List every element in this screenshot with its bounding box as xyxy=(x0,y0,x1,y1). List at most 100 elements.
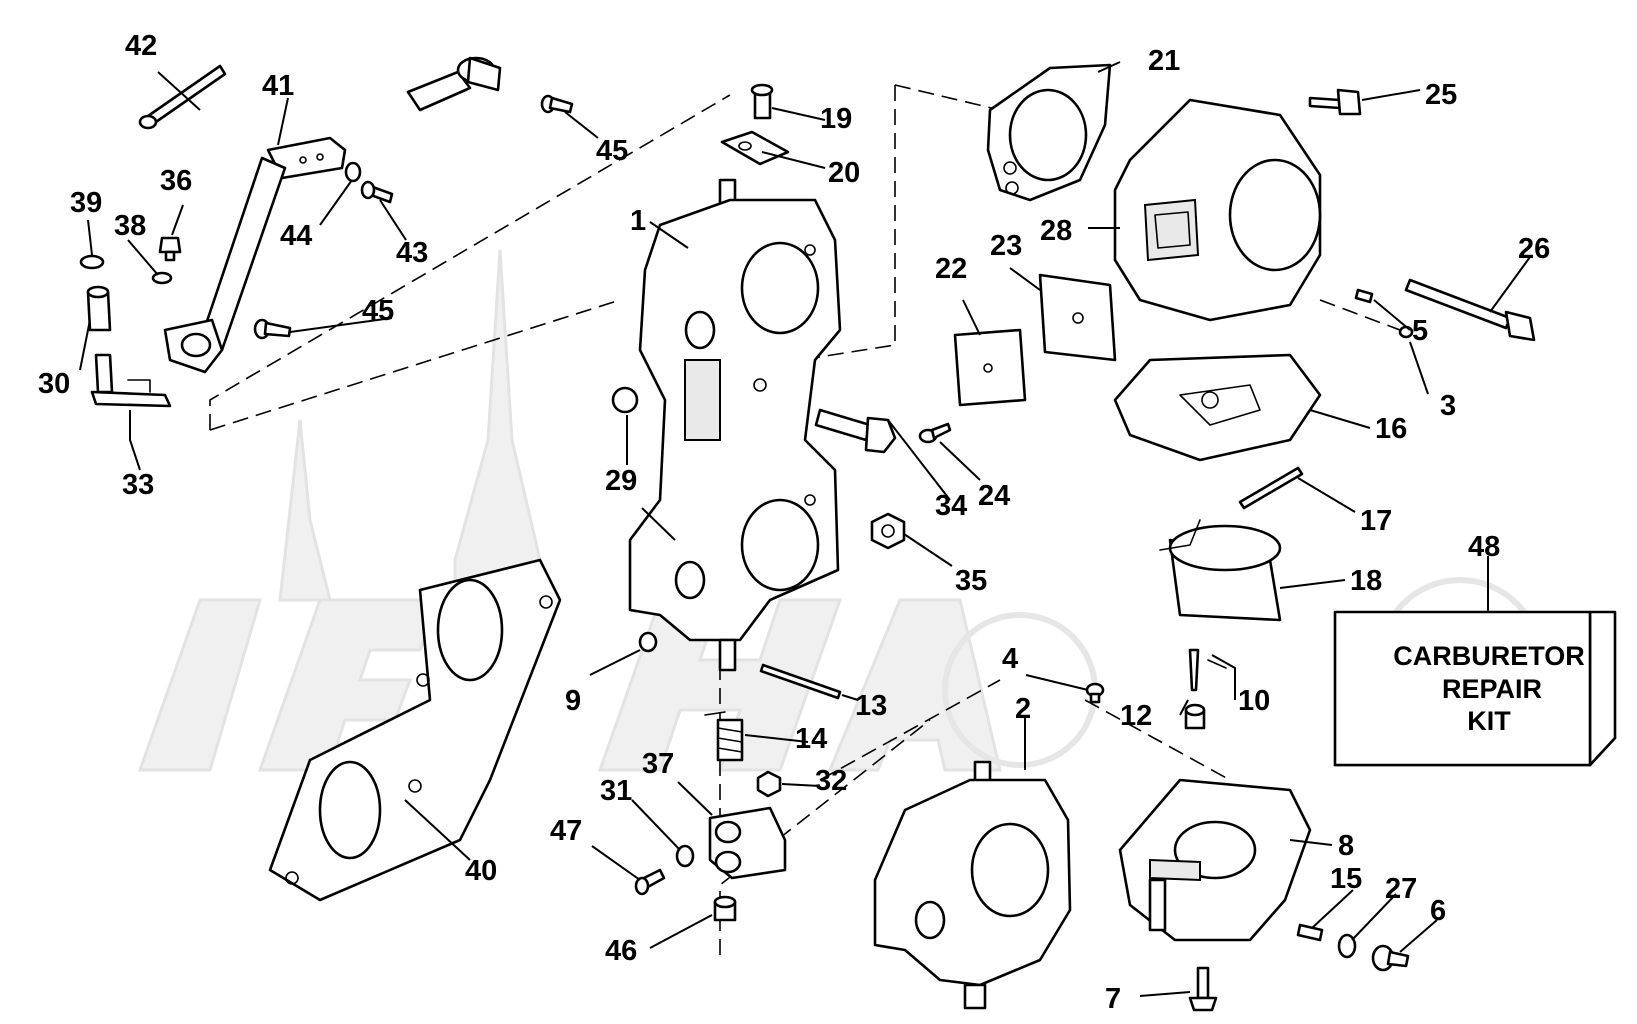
callout-3: 3 xyxy=(1440,390,1456,422)
part-30-bushing xyxy=(86,285,112,332)
part-16-gasket xyxy=(1113,353,1322,462)
part-41-bracket xyxy=(163,136,347,374)
callout-30: 30 xyxy=(38,368,70,400)
callout-16: 16 xyxy=(1375,413,1407,445)
callout-9: 9 xyxy=(565,685,581,717)
callout-32: 32 xyxy=(815,765,847,797)
callout-15: 15 xyxy=(1330,863,1362,895)
callout-44: 44 xyxy=(280,220,312,252)
callout-27: 27 xyxy=(1385,873,1417,905)
part-39-washer xyxy=(79,254,105,270)
part-29-plug xyxy=(611,386,639,414)
part-21-gasket xyxy=(986,63,1112,202)
part-9-ball xyxy=(638,631,658,653)
part-26-bolt xyxy=(1404,278,1536,342)
callout-21: 21 xyxy=(1148,45,1180,77)
part-20-plate xyxy=(720,130,790,166)
callout-37: 37 xyxy=(642,748,674,780)
part-45-screw-left xyxy=(253,318,292,340)
part-8-float-bowl xyxy=(1118,778,1312,942)
part-19-screw xyxy=(750,83,774,120)
callout-2: 2 xyxy=(1015,693,1031,725)
callout-5: 5 xyxy=(1412,315,1428,347)
part-43-screw xyxy=(360,180,394,204)
callout-7: 7 xyxy=(1105,983,1121,1015)
part-14-spring xyxy=(704,711,744,762)
part-35-nut xyxy=(870,512,906,550)
kit-label-line1: CARBURETOR xyxy=(1393,641,1585,671)
callout-12: 12 xyxy=(1120,700,1152,732)
callout-38: 38 xyxy=(114,210,146,242)
part-6-screw xyxy=(1371,944,1410,972)
part-37-clip xyxy=(708,806,787,880)
kit-label-line3: KIT xyxy=(1467,706,1511,736)
callout-29: 29 xyxy=(605,465,637,497)
callout-25: 25 xyxy=(1425,79,1457,111)
callout-22: 22 xyxy=(935,253,967,285)
callout-35: 35 xyxy=(955,565,987,597)
part-48-repair-kit: CARBURETOR REPAIR KIT xyxy=(1333,610,1617,767)
part-18-float xyxy=(1159,519,1282,622)
part-5-screw xyxy=(1354,288,1374,304)
part-17-rod xyxy=(1238,466,1304,510)
callout-18: 18 xyxy=(1350,565,1382,597)
callout-40: 40 xyxy=(465,855,497,887)
callout-13: 13 xyxy=(855,690,887,722)
kit-label-line2: REPAIR xyxy=(1442,674,1542,704)
part-38-washer xyxy=(151,271,173,285)
callout-43: 43 xyxy=(396,237,428,269)
callout-1: 1 xyxy=(630,205,646,237)
part-36-fitting xyxy=(158,236,182,262)
callout-42: 42 xyxy=(125,30,157,62)
callout-34: 34 xyxy=(935,490,967,522)
callout-48: 48 xyxy=(1468,531,1500,563)
alignment-dashed-lines xyxy=(209,84,1401,955)
callout-33: 33 xyxy=(122,469,154,501)
callout-45-left: 45 xyxy=(362,295,394,327)
part-44-washer xyxy=(344,161,362,183)
part-33-lever xyxy=(90,353,172,408)
part-22-plate xyxy=(953,328,1027,407)
part-40-gasket xyxy=(268,558,562,902)
callout-14: 14 xyxy=(795,723,827,755)
callout-19: 19 xyxy=(820,103,852,135)
callout-31: 31 xyxy=(600,775,632,807)
callout-17: 17 xyxy=(1360,505,1392,537)
callout-36: 36 xyxy=(160,165,192,197)
part-13-pin xyxy=(759,663,842,700)
callout-26: 26 xyxy=(1518,233,1550,265)
callout-47: 47 xyxy=(550,815,582,847)
part-15-screw xyxy=(1296,923,1324,942)
callout-41: 41 xyxy=(262,70,294,102)
callout-4: 4 xyxy=(1002,643,1018,675)
part-32-nut xyxy=(756,770,782,798)
part-7-screw xyxy=(1188,966,1218,1012)
part-27-washer xyxy=(1337,933,1357,959)
callout-39: 39 xyxy=(70,187,102,219)
callout-45-top: 45 xyxy=(596,135,628,167)
part-24-screw xyxy=(918,422,952,444)
callout-8: 8 xyxy=(1338,830,1354,862)
callout-numbers: 42 41 36 39 38 44 43 45 30 33 45 19 20 1… xyxy=(38,30,1550,1015)
part-10-needle xyxy=(1188,648,1227,692)
part-4-screw xyxy=(1085,682,1105,704)
part-45-screw-top xyxy=(540,94,574,114)
callout-23: 23 xyxy=(990,230,1022,262)
callout-28: 28 xyxy=(1040,215,1072,247)
part-47-screw xyxy=(634,868,666,896)
part-46-cap xyxy=(713,895,737,922)
part-12-valve xyxy=(1184,703,1206,730)
callout-6: 6 xyxy=(1430,895,1446,927)
part-34-fitting xyxy=(814,408,897,454)
part-42-screw xyxy=(138,64,227,130)
callout-20: 20 xyxy=(828,157,860,189)
part-3-washer xyxy=(1398,325,1414,339)
part-2-lower-body xyxy=(873,760,1072,1010)
part-28-air-box xyxy=(1113,98,1322,322)
part-45-link-top xyxy=(406,56,502,112)
part-31-washer xyxy=(675,844,695,868)
part-23-gasket xyxy=(1038,273,1117,362)
callout-10: 10 xyxy=(1238,685,1270,717)
callout-46: 46 xyxy=(605,935,637,967)
leader-lines xyxy=(79,61,1531,997)
